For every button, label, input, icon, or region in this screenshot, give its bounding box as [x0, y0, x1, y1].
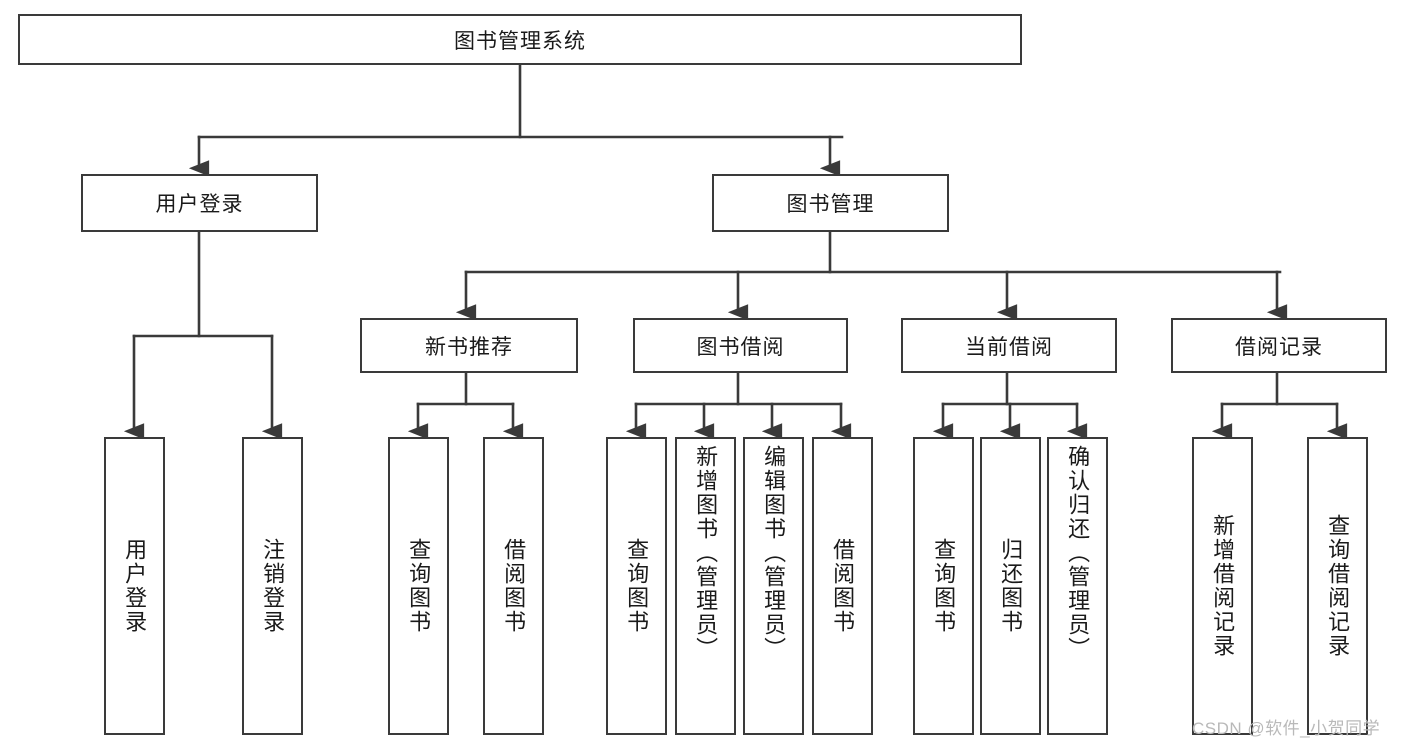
node-current-borrow[interactable]: 当前借阅: [901, 318, 1117, 373]
node-leaf-query-book-1-label: 查询图书: [406, 538, 432, 634]
node-leaf-logout-login-label: 注销登录: [260, 538, 286, 634]
node-borrow-record[interactable]: 借阅记录: [1171, 318, 1387, 373]
node-book-borrow[interactable]: 图书借阅: [633, 318, 848, 373]
node-book-manage-label: 图书管理: [786, 193, 875, 216]
node-new-book-recommend[interactable]: 新书推荐: [360, 318, 578, 373]
node-leaf-borrow-book-2-label: 借阅图书: [830, 538, 856, 634]
node-user-login[interactable]: 用户登录: [81, 174, 318, 232]
node-leaf-query-book-2-label: 查询图书: [624, 538, 650, 634]
node-leaf-query-book-3[interactable]: 查询图书: [913, 437, 974, 735]
node-leaf-edit-book-label: 编辑图书（管理员）: [761, 445, 787, 661]
node-leaf-query-book-2[interactable]: 查询图书: [606, 437, 667, 735]
node-leaf-borrow-book-2[interactable]: 借阅图书: [812, 437, 873, 735]
node-borrow-record-label: 借阅记录: [1235, 335, 1323, 359]
node-leaf-logout-login[interactable]: 注销登录: [242, 437, 303, 735]
node-book-manage[interactable]: 图书管理: [712, 174, 949, 232]
node-leaf-query-book-1[interactable]: 查询图书: [388, 437, 449, 735]
node-leaf-user-login[interactable]: 用户登录: [104, 437, 165, 735]
node-leaf-edit-book[interactable]: 编辑图书（管理员）: [743, 437, 804, 735]
node-current-borrow-label: 当前借阅: [965, 335, 1053, 359]
node-leaf-add-record-label: 新增借阅记录: [1210, 514, 1236, 658]
node-leaf-query-book-3-label: 查询图书: [931, 538, 957, 634]
node-leaf-return-book[interactable]: 归还图书: [980, 437, 1041, 735]
node-leaf-borrow-book-1[interactable]: 借阅图书: [483, 437, 544, 735]
node-root-label: 图书管理系统: [454, 29, 586, 53]
node-leaf-borrow-book-1-label: 借阅图书: [501, 538, 527, 634]
node-leaf-add-record[interactable]: 新增借阅记录: [1192, 437, 1253, 735]
node-leaf-return-book-label: 归还图书: [998, 538, 1024, 634]
node-leaf-add-book[interactable]: 新增图书（管理员）: [675, 437, 736, 735]
node-leaf-query-record-label: 查询借阅记录: [1325, 514, 1351, 658]
node-new-book-recommend-label: 新书推荐: [425, 335, 513, 359]
csdn-watermark-text: CSDN @软件_小贺同学: [1192, 719, 1381, 738]
node-leaf-confirm-return-label: 确认归还（管理员）: [1065, 445, 1091, 661]
csdn-watermark: CSDN @软件_小贺同学: [1192, 714, 1380, 739]
node-leaf-add-book-label: 新增图书（管理员）: [693, 445, 719, 661]
node-root[interactable]: 图书管理系统: [18, 14, 1022, 65]
node-leaf-user-login-label: 用户登录: [122, 538, 148, 634]
node-leaf-confirm-return[interactable]: 确认归还（管理员）: [1047, 437, 1108, 735]
node-book-borrow-label: 图书借阅: [696, 335, 785, 359]
node-leaf-query-record[interactable]: 查询借阅记录: [1307, 437, 1368, 735]
node-user-login-label: 用户登录: [155, 193, 244, 216]
